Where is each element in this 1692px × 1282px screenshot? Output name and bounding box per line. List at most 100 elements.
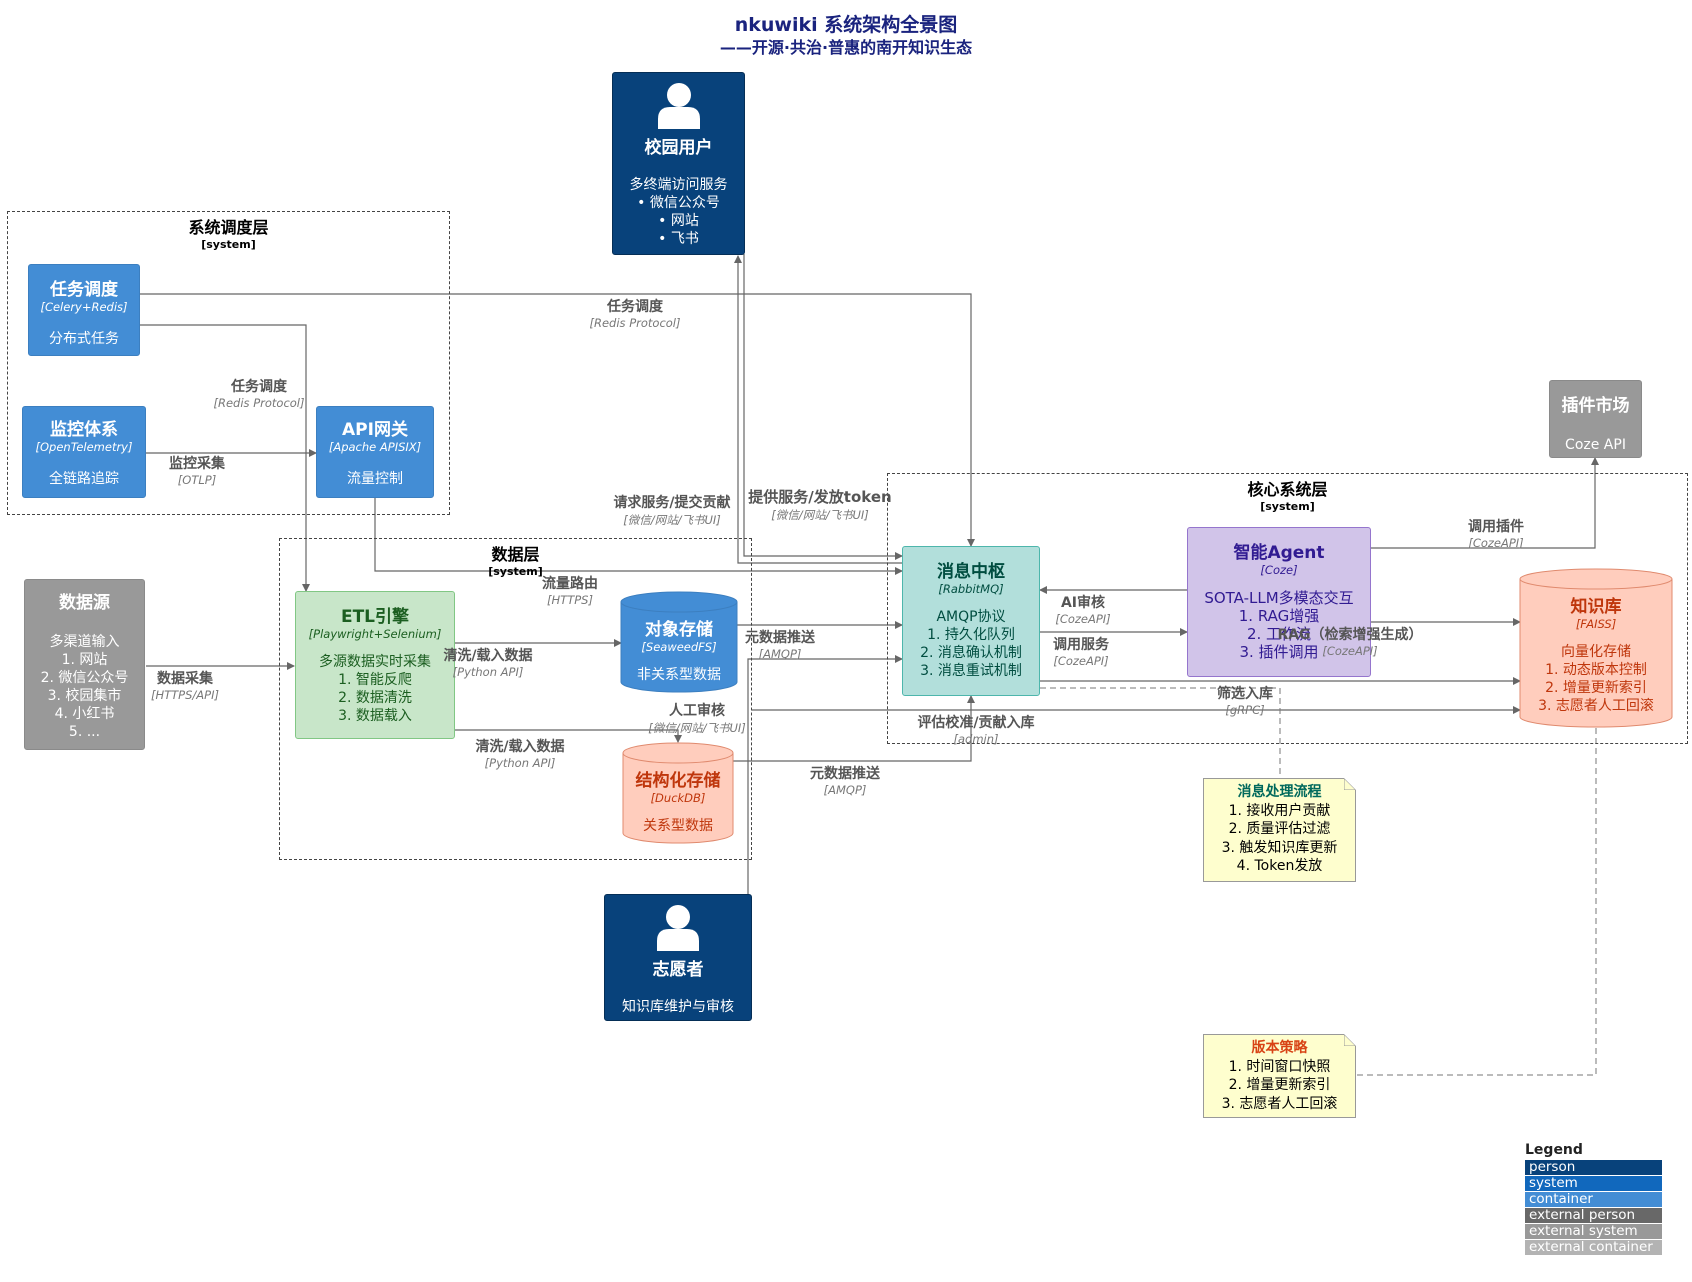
boundary-data: 数据层 [system] bbox=[279, 538, 752, 860]
edge-label: 人工审核 [微信/网站/飞书UI] bbox=[642, 700, 752, 736]
cylinder-shape bbox=[620, 591, 738, 693]
edge-label: 提供服务/发放token [微信/网站/飞书UI] bbox=[740, 486, 900, 523]
person-icon bbox=[657, 83, 700, 129]
node-knowledge-base-desc: 2. 增量更新索引 bbox=[1545, 680, 1647, 696]
page-title: nkuwiki 系统架构全景图 bbox=[734, 14, 958, 36]
edge-label-tech: [HTTPS] bbox=[547, 593, 593, 607]
edge-label-tech: [微信/网站/飞书UI] bbox=[771, 508, 869, 522]
note-message-flow-line: 1. 接收用户贡献 bbox=[1228, 802, 1331, 819]
edge-label: 任务调度 [Redis Protocol] bbox=[570, 296, 700, 330]
boundary-data-name: 数据层 bbox=[491, 545, 540, 564]
edge-label-name: RAG（检索增强生成） bbox=[1277, 627, 1423, 643]
node-campus-user[interactable]: 校园用户 多终端访问服务 • 微信公众号 • 网站 • 飞书 bbox=[612, 72, 745, 255]
edge-label-tech: [Redis Protocol] bbox=[589, 316, 681, 330]
boundary-core-name: 核心系统层 bbox=[1247, 480, 1328, 499]
edge-label-tech: [OTLP] bbox=[177, 473, 217, 487]
legend-item-system: system bbox=[1525, 1176, 1662, 1191]
edge-call-plugin bbox=[1371, 457, 1599, 549]
edge-label-tech: [admin] bbox=[953, 732, 999, 746]
edge-label: 监控采集 [OTLP] bbox=[152, 453, 242, 487]
edge-label-tech: [AMQP] bbox=[823, 783, 867, 797]
edge-label: 调用插件 [CozeAPI] bbox=[1458, 516, 1534, 550]
edge-label-name: 评估校准/贡献入库 bbox=[917, 715, 1035, 731]
node-etl-engine[interactable]: ETL引擎 [Playwright+Selenium] 多源数据实时采集 1. … bbox=[295, 591, 455, 739]
edge-label: 清洗/载入数据 [Python API] bbox=[433, 645, 543, 679]
node-structured-storage-desc: 关系型数据 bbox=[643, 818, 713, 834]
node-api-gateway-name: API网关 bbox=[342, 420, 408, 440]
note-fold-icon bbox=[1344, 778, 1356, 790]
legend-item-external-person: external person bbox=[1525, 1208, 1662, 1223]
edge-request-service bbox=[743, 254, 903, 560]
node-etl-engine-desc: 3. 数据载入 bbox=[338, 708, 412, 724]
node-task-scheduler-desc: 分布式任务 bbox=[49, 331, 119, 347]
note-link-version-policy bbox=[1353, 728, 1597, 1076]
node-volunteer-desc: 知识库维护与审核 bbox=[622, 999, 734, 1015]
edge-label-name: AI审核 bbox=[1060, 595, 1106, 611]
node-campus-user-desc: • 微信公众号 bbox=[637, 195, 720, 211]
node-message-hub-desc: AMQP协议 bbox=[936, 609, 1006, 625]
edge-task-sched-top bbox=[140, 293, 975, 547]
node-data-source-desc: 1. 网站 bbox=[61, 652, 108, 668]
node-message-hub-name: 消息中枢 bbox=[937, 562, 1005, 582]
node-knowledge-base[interactable]: 知识库 [FAISS] 向量化存储 1. 动态版本控制 2. 增量更新索引 3.… bbox=[1519, 568, 1673, 728]
note-message-flow-line: 2. 质量评估过滤 bbox=[1228, 821, 1331, 837]
boundary-data-type: [system] bbox=[488, 565, 543, 578]
node-knowledge-base-desc: 向量化存储 bbox=[1561, 644, 1631, 660]
edge-label-name: 元数据推送 bbox=[810, 766, 880, 782]
edge-label: 任务调度 [Redis Protocol] bbox=[200, 376, 318, 410]
note-message-flow-line: 3. 触发知识库更新 bbox=[1221, 839, 1338, 856]
boundary-scheduling-type: [system] bbox=[201, 238, 256, 251]
node-object-storage-tech: [SeaweedFS] bbox=[641, 640, 717, 654]
legend-item-container: container bbox=[1525, 1192, 1662, 1207]
node-agent-desc: SOTA-LLM多模态交互 bbox=[1204, 589, 1354, 607]
node-intelligent-agent[interactable]: 智能Agent [Coze] SOTA-LLM多模态交互 1. RAG增强 2.… bbox=[1187, 527, 1371, 677]
edge-label-name: 人工审核 bbox=[669, 703, 725, 719]
node-message-hub-desc: 2. 消息确认机制 bbox=[920, 645, 1022, 661]
node-message-hub[interactable]: 消息中枢 [RabbitMQ] AMQP协议 1. 持久化队列 2. 消息确认机… bbox=[902, 546, 1040, 696]
node-monitoring[interactable]: 监控体系 [OpenTelemetry] 全链路追踪 bbox=[22, 406, 146, 498]
node-data-source-desc: 多渠道输入 bbox=[49, 634, 120, 650]
edge-label-name: 调用插件 bbox=[1468, 519, 1524, 535]
node-etl-engine-desc: 2. 数据清洗 bbox=[338, 690, 412, 706]
node-agent-tech: [Coze] bbox=[1260, 563, 1298, 577]
node-monitoring-name: 监控体系 bbox=[50, 420, 118, 440]
edge-label-name: 数据采集 bbox=[157, 671, 213, 687]
node-etl-engine-tech: [Playwright+Selenium] bbox=[308, 627, 442, 641]
edge-label-tech: [CozeAPI] bbox=[1468, 536, 1524, 550]
note-link-message-flow bbox=[1040, 687, 1281, 778]
node-volunteer[interactable]: 志愿者 知识库维护与审核 bbox=[604, 894, 752, 1021]
note-version-policy-title: 版本策略 bbox=[1251, 1040, 1308, 1056]
edge-label-tech: [HTTPS/API] bbox=[151, 688, 219, 702]
edge-label-name: 清洗/载入数据 bbox=[475, 739, 565, 755]
note-version-policy-line: 1. 时间窗口快照 bbox=[1228, 1058, 1331, 1075]
node-task-scheduler[interactable]: 任务调度 [Celery+Redis] 分布式任务 bbox=[28, 264, 140, 356]
edge-label-tech: [Python API] bbox=[484, 756, 556, 770]
node-knowledge-base-tech: [FAISS] bbox=[1575, 617, 1617, 631]
edge-label-tech: [Python API] bbox=[452, 665, 524, 679]
edge-label-tech: [CozeAPI] bbox=[1322, 644, 1378, 658]
node-plugin-market[interactable]: 插件市场 Coze API bbox=[1549, 380, 1642, 458]
edge-task-sched-left bbox=[140, 324, 310, 592]
node-structured-storage[interactable]: 结构化存储 [DuckDB] 关系型数据 bbox=[622, 742, 734, 844]
node-api-gateway[interactable]: API网关 [Apache APISIX] 流量控制 bbox=[316, 406, 434, 498]
note-version-policy: 版本策略 1. 时间窗口快照 2. 增量更新索引 3. 志愿者人工回滚 bbox=[1203, 1034, 1356, 1118]
node-monitoring-tech: [OpenTelemetry] bbox=[35, 440, 133, 454]
node-campus-user-desc: 多终端访问服务 bbox=[629, 177, 728, 193]
cylinder-shape bbox=[622, 742, 734, 844]
node-object-storage[interactable]: 对象存储 [SeaweedFS] 非关系型数据 bbox=[620, 591, 738, 693]
node-object-storage-desc: 非关系型数据 bbox=[637, 667, 721, 683]
node-plugin-market-desc: Coze API bbox=[1565, 437, 1626, 453]
node-data-source[interactable]: 数据源 多渠道输入 1. 网站 2. 微信公众号 3. 校园集市 4. 小红书 … bbox=[24, 579, 145, 750]
node-agent-desc: 3. 插件调用 bbox=[1239, 643, 1319, 661]
edge-meta-push-2 bbox=[733, 695, 975, 762]
legend-item-external-container: external container bbox=[1525, 1240, 1662, 1255]
edge-label-tech: [gRPC] bbox=[1225, 703, 1265, 717]
node-etl-engine-name: ETL引擎 bbox=[340, 607, 410, 627]
node-knowledge-base-name: 知识库 bbox=[1570, 597, 1622, 617]
cylinder-shape bbox=[1519, 568, 1673, 728]
legend-item-external-system: external system bbox=[1525, 1224, 1662, 1239]
edge-label-tech: [微信/网站/飞书UI] bbox=[648, 721, 746, 735]
node-data-source-desc: 3. 校园集市 bbox=[47, 688, 122, 704]
node-agent-name: 智能Agent bbox=[1233, 543, 1325, 563]
